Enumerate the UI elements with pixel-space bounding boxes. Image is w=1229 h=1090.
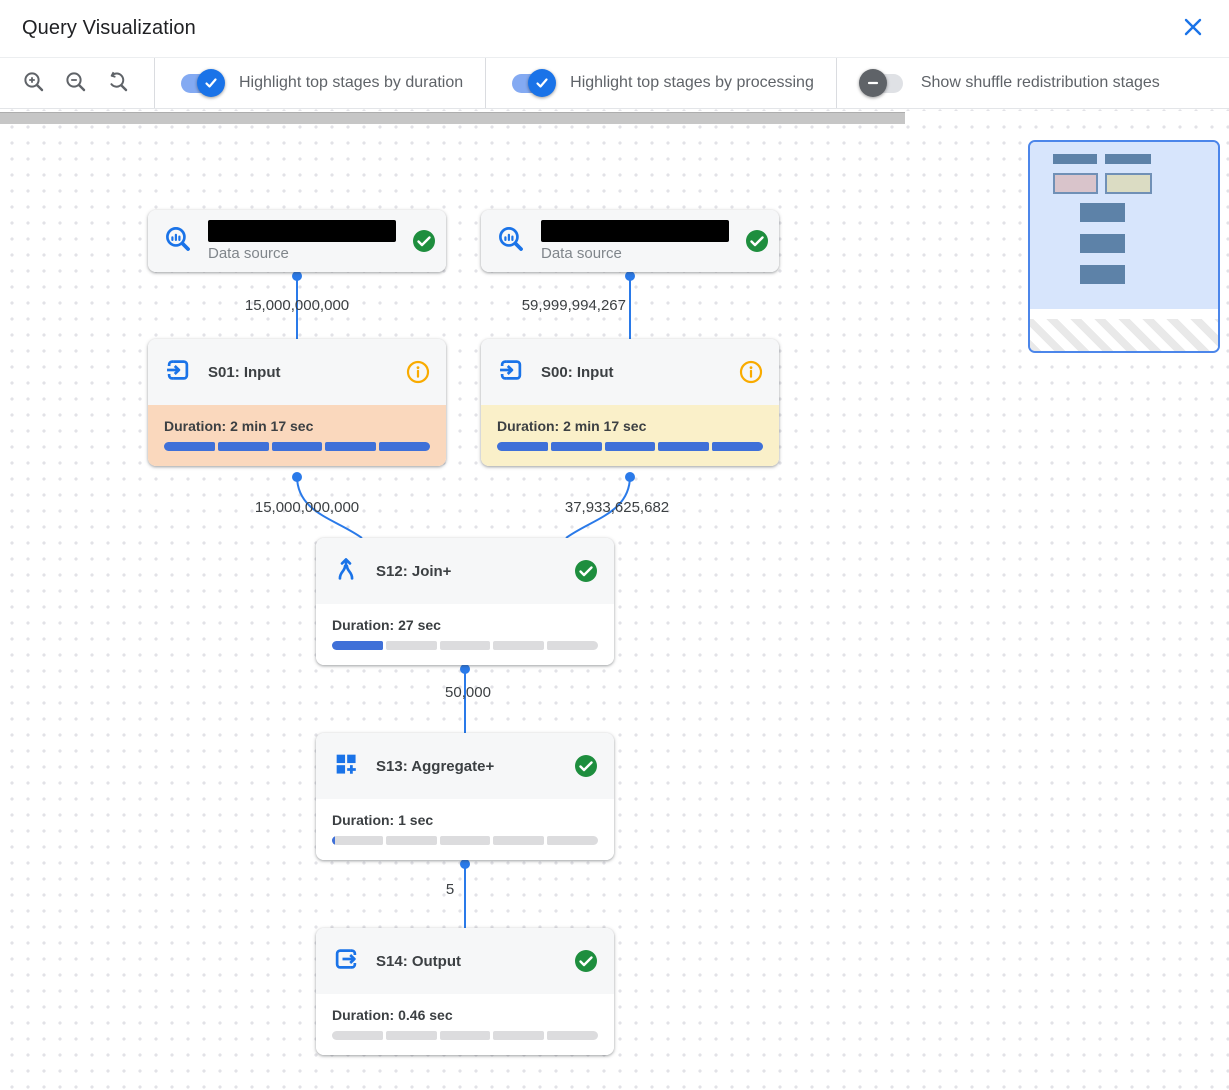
stage-title: S12: Join+ (376, 562, 452, 580)
minimap-node (1080, 265, 1125, 284)
page-title: Query Visualization (22, 17, 196, 39)
aggregate-stage-icon (332, 750, 360, 783)
redacted-table-name (541, 220, 729, 242)
toggle-highlight-processing: Highlight top stages by processing (494, 69, 828, 97)
minimap-node-highlight-processing (1105, 173, 1152, 194)
stage-duration: Duration: 27 sec (332, 617, 441, 633)
stage-title: S00: Input (541, 363, 614, 381)
edge-row-count: 37,933,625,682 (564, 499, 670, 516)
input-stage-icon (497, 356, 525, 389)
minimap-node (1053, 154, 1097, 164)
node-stage-s13[interactable]: S13: Aggregate+ Duration: 1 sec (316, 733, 614, 860)
success-icon (574, 754, 598, 778)
graph-minimap[interactable] (1028, 140, 1220, 353)
toggle-label: Highlight top stages by processing (570, 74, 814, 91)
bigquery-datasource-icon (497, 225, 525, 258)
input-stage-icon (164, 356, 192, 389)
minus-icon (858, 69, 887, 97)
zoom-reset-icon (106, 70, 130, 97)
toggle-label: Highlight top stages by duration (239, 74, 464, 91)
toggle-label: Show shuffle redistribution stages (920, 74, 1160, 91)
toolbar-divider (154, 58, 155, 108)
info-icon[interactable] (739, 360, 763, 384)
node-stage-s14[interactable]: S14: Output Duration: 0.46 sec (316, 928, 614, 1055)
bigquery-datasource-icon (164, 225, 192, 258)
join-stage-icon (332, 555, 360, 588)
edge-row-count: 59,999,994,267 (521, 297, 626, 314)
redacted-table-name (208, 220, 396, 242)
stage-title: S14: Output (376, 952, 461, 970)
output-stage-icon (332, 945, 360, 978)
stage-title: S01: Input (208, 363, 281, 381)
zoom-out-button[interactable] (60, 67, 92, 99)
check-icon (528, 69, 557, 97)
stage-title: S13: Aggregate+ (376, 757, 495, 775)
stage-duration: Duration: 0.46 sec (332, 1007, 453, 1023)
stage-duration: Duration: 1 sec (332, 812, 434, 828)
minimap-node (1105, 154, 1151, 164)
zoom-in-icon (22, 70, 46, 97)
edge-row-count: 15,000,000,000 (254, 499, 360, 516)
zoom-controls (6, 67, 146, 99)
success-icon (412, 229, 436, 253)
info-icon[interactable] (406, 360, 430, 384)
stage-progress-bar (332, 1031, 598, 1040)
stage-duration: Duration: 2 min 17 sec (164, 418, 314, 434)
success-icon (745, 229, 769, 253)
close-button[interactable] (1179, 15, 1207, 43)
datasource-label: Data source (541, 245, 622, 262)
stage-progress-bar (332, 836, 598, 845)
highlight-duration-switch[interactable] (177, 69, 225, 97)
node-datasource-1[interactable]: Data source (148, 210, 446, 272)
stage-progress-bar (164, 442, 430, 451)
toolbar-divider (485, 58, 487, 108)
edge-row-count: 50,000 (445, 684, 491, 701)
toggle-show-shuffle: Show shuffle redistribution stages (845, 69, 1174, 97)
stage-progress-bar (332, 641, 598, 650)
stage-duration: Duration: 2 min 17 sec (497, 418, 647, 434)
minimap-node (1080, 203, 1125, 222)
horizontal-scrollbar (0, 111, 1229, 124)
zoom-reset-button[interactable] (102, 67, 134, 99)
minimap-node-highlight-duration (1053, 173, 1098, 194)
minimap-outside-area (1030, 319, 1218, 351)
stage-progress-bar (497, 442, 763, 451)
show-shuffle-switch[interactable] (858, 69, 907, 97)
toggle-highlight-duration: Highlight top stages by duration (163, 69, 477, 97)
success-icon (574, 949, 598, 973)
node-stage-s12[interactable]: S12: Join+ Duration: 27 sec (316, 538, 614, 665)
node-stage-s01[interactable]: S01: Input Duration: 2 min 17 sec (148, 339, 446, 466)
highlight-processing-switch[interactable] (508, 69, 557, 97)
edge-row-count: 5 (445, 881, 455, 898)
zoom-in-button[interactable] (18, 67, 50, 99)
success-icon (574, 559, 598, 583)
query-graph-canvas[interactable]: 15,000,000,000 59,999,994,267 15,000,000… (0, 109, 1229, 1090)
edge-row-count: 15,000,000,000 (244, 297, 350, 314)
close-icon (1183, 17, 1203, 40)
horizontal-scrollbar-thumb[interactable] (0, 112, 905, 124)
toolbar: Highlight top stages by duration Highlig… (0, 57, 1229, 109)
zoom-out-icon (64, 70, 88, 97)
dialog-header: Query Visualization (0, 0, 1229, 57)
toolbar-divider (835, 58, 837, 108)
datasource-label: Data source (208, 245, 289, 262)
node-stage-s00[interactable]: S00: Input Duration: 2 min 17 sec (481, 339, 779, 466)
minimap-node (1080, 234, 1125, 253)
check-icon (197, 69, 225, 97)
node-datasource-2[interactable]: Data source (481, 210, 779, 272)
